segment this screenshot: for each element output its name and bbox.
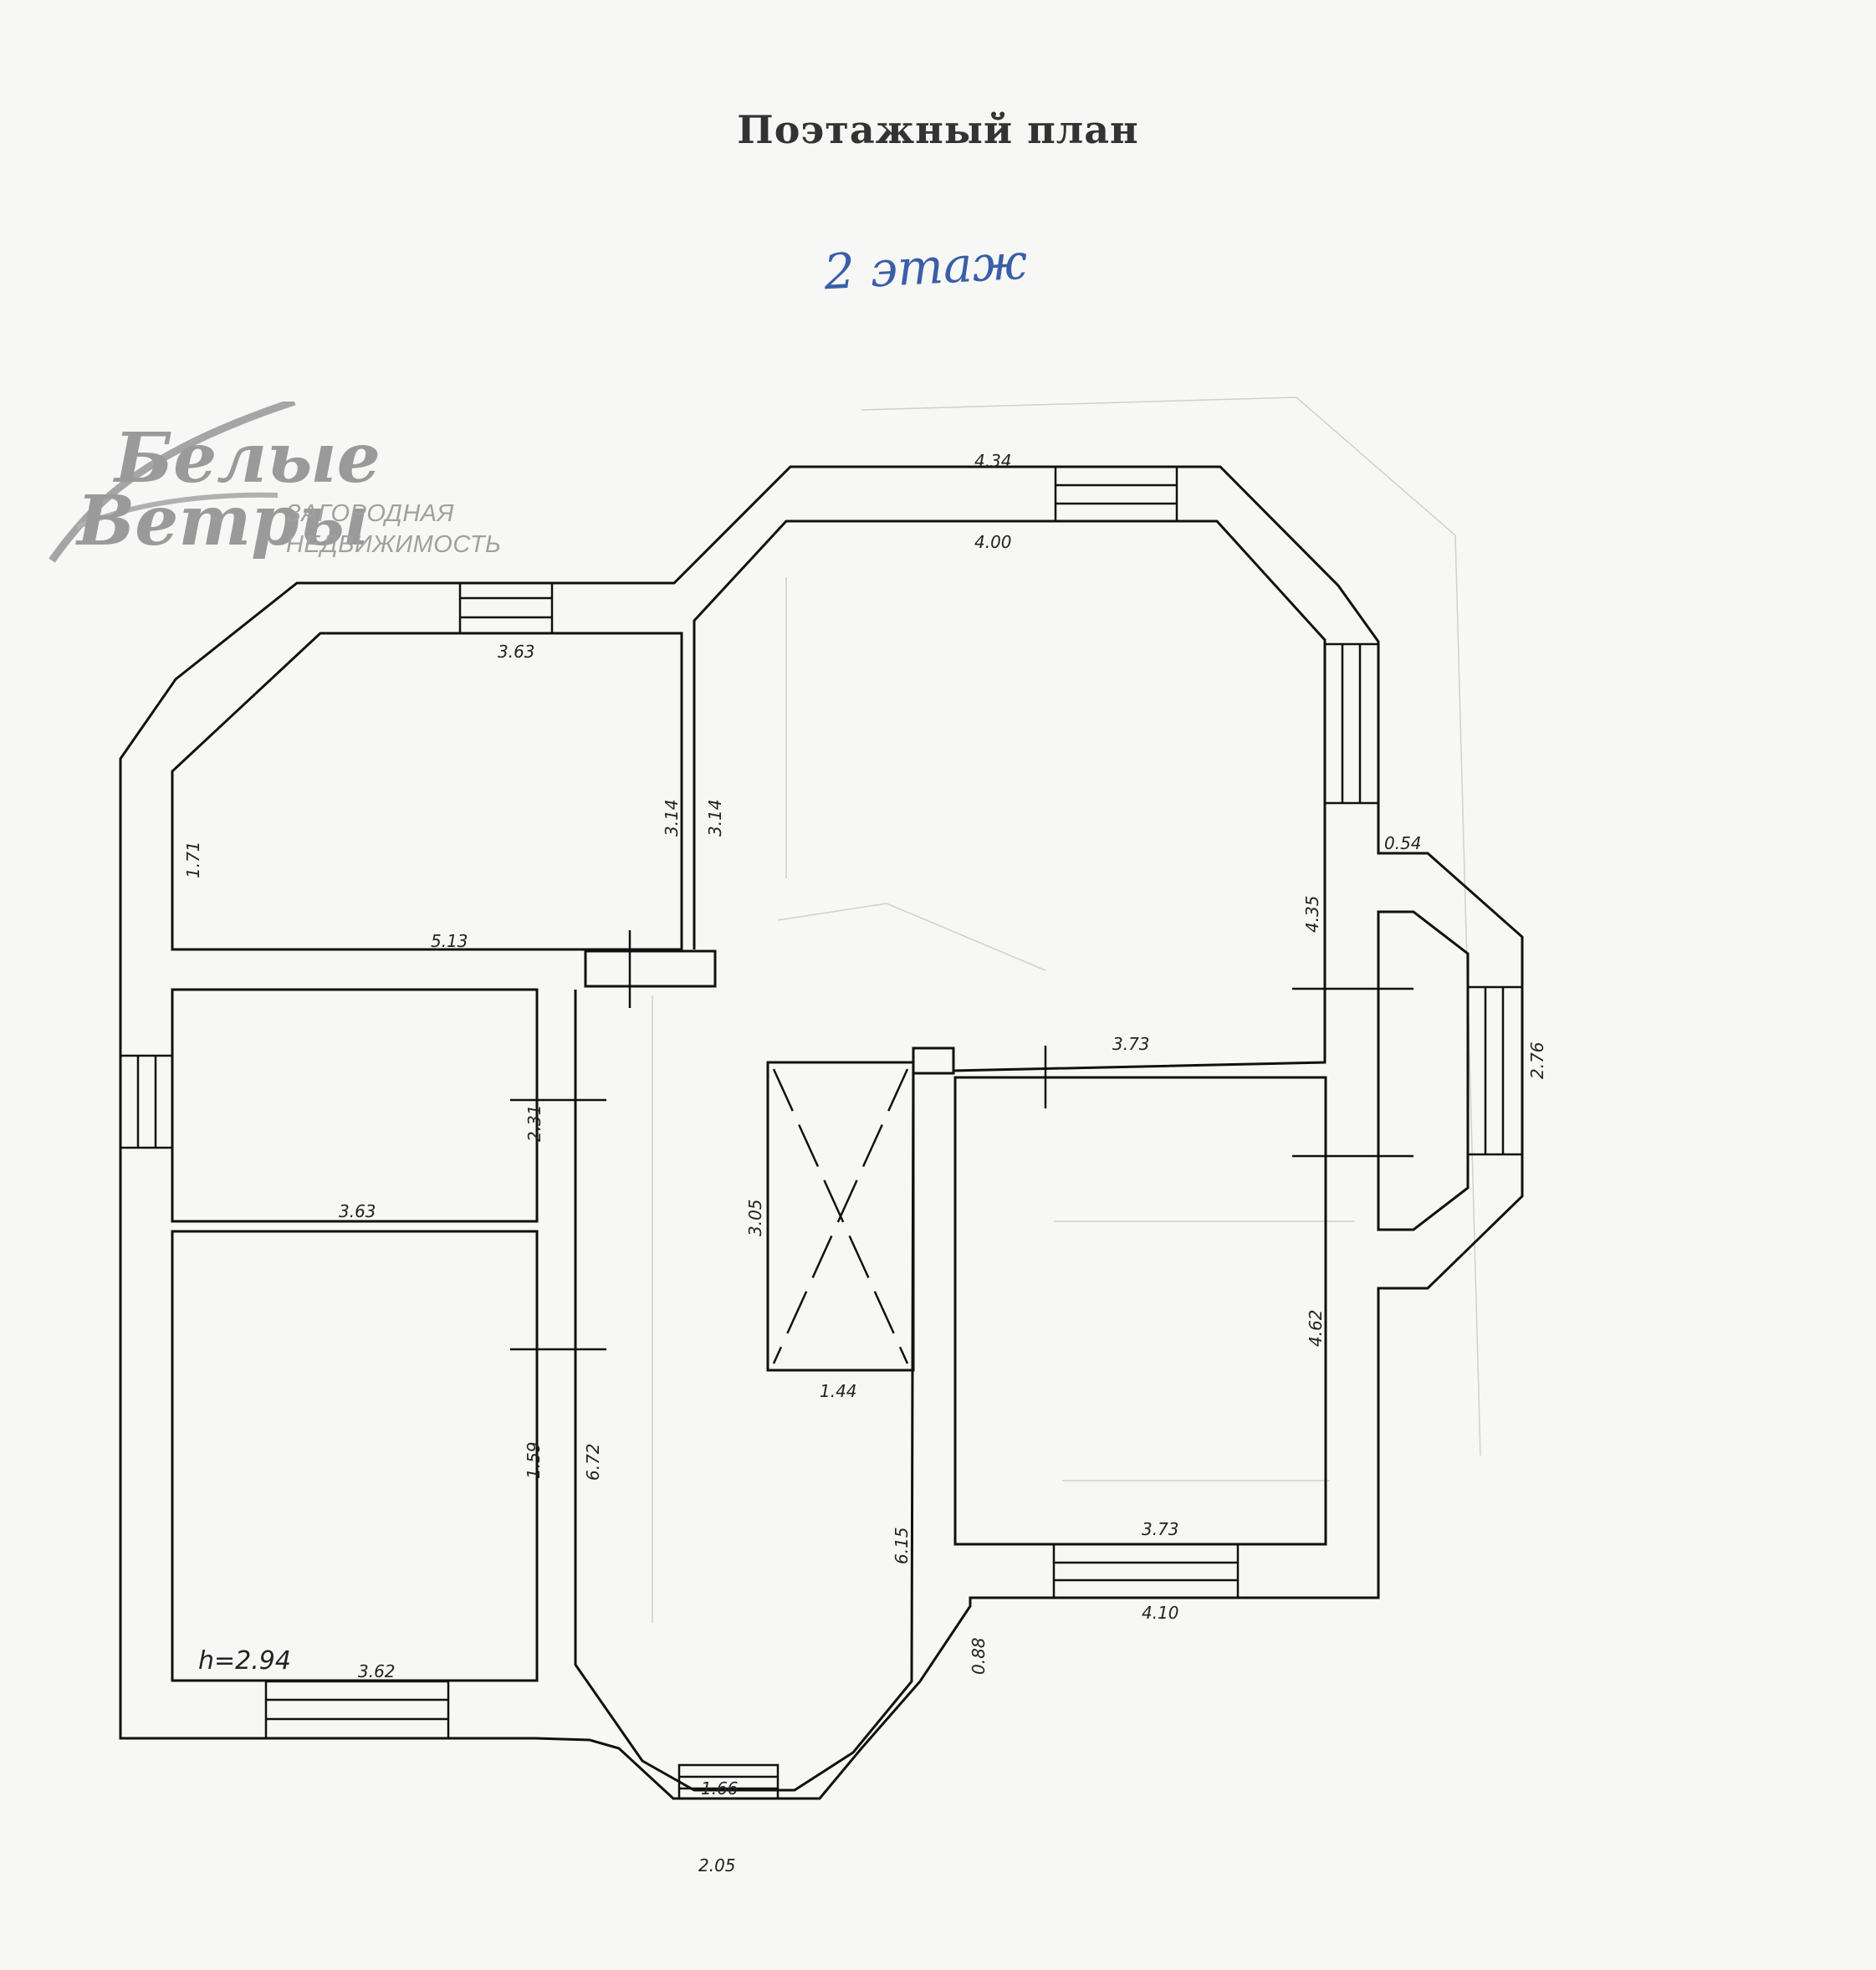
- company-logo: Белые Ветры ЗАГОРОДНАЯ НЕДВИЖИМОСТЬ: [43, 402, 501, 577]
- logo-word-2: Ветры: [77, 481, 370, 561]
- ceiling-height: h=2.94: [198, 1646, 291, 1676]
- stair-well: [766, 1061, 915, 1372]
- room-top-left: [171, 632, 683, 951]
- room-middle-left: [171, 988, 539, 1223]
- faint-background-lines: [652, 397, 1481, 1623]
- dim-corridor: 6.72: [583, 1443, 603, 1481]
- room-top-center: [786, 521, 1325, 1071]
- chimney-block: [584, 949, 717, 988]
- dim-top-outer: 4.34: [974, 451, 1012, 471]
- hall-wall: [574, 990, 915, 1792]
- dim-right-bay: 2.76: [1527, 1041, 1547, 1079]
- room-right: [953, 1076, 1327, 1546]
- dim-stair-height: 3.05: [745, 1199, 765, 1236]
- dim-room2-right: 2.31: [524, 1104, 544, 1142]
- room-bottom-left: [171, 1230, 539, 1682]
- dim-room3-right: 1.59: [524, 1441, 544, 1479]
- logo-word-1: Белые: [115, 418, 381, 499]
- dim-right-room-side: 4.62: [1306, 1309, 1326, 1347]
- room-top-center-wall: [693, 519, 1326, 1072]
- dim-top-inner: 4.00: [974, 532, 1012, 552]
- page-title: Поэтажный план: [737, 107, 1139, 152]
- dim-bay-inner: 1.66: [701, 1778, 739, 1799]
- dim-step: 0.88: [969, 1637, 989, 1675]
- dim-right-small: 0.54: [1384, 833, 1422, 853]
- dim-stair-width: 1.44: [820, 1381, 857, 1401]
- windows: [119, 465, 1524, 1800]
- dim-room2-bottom: 3.63: [339, 1201, 376, 1221]
- column-block: [912, 1046, 955, 1075]
- dim-room1-left: 1.71: [183, 841, 203, 878]
- right-bay: [1377, 910, 1470, 1231]
- dim-right-room-bottom: 3.73: [1142, 1519, 1179, 1539]
- dim-room1-bottom: 5.13: [431, 931, 468, 951]
- outer-wall: [119, 465, 1524, 1800]
- dim-room1-right-a: 3.14: [662, 799, 682, 837]
- logo-swoosh-icon: [49, 402, 296, 563]
- dim-hall-right: 6.15: [892, 1527, 912, 1564]
- logo-subtitle-1: ЗАГОРОДНАЯ: [286, 500, 454, 527]
- dim-room3-bottom: 3.62: [358, 1661, 396, 1681]
- logo-subtitle-2: НЕДВИЖИМОСТЬ: [286, 531, 502, 558]
- dim-room1-right-b: 3.14: [705, 799, 725, 837]
- door-marks: [510, 930, 1413, 1351]
- dim-room1-top: 3.63: [498, 642, 535, 662]
- dim-bay-outer: 2.05: [698, 1855, 736, 1875]
- dim-right-room-top: 3.73: [1112, 1034, 1150, 1054]
- dim-right-upper-side: 4.35: [1302, 895, 1322, 933]
- dim-right-outer-bottom: 4.10: [1142, 1603, 1179, 1623]
